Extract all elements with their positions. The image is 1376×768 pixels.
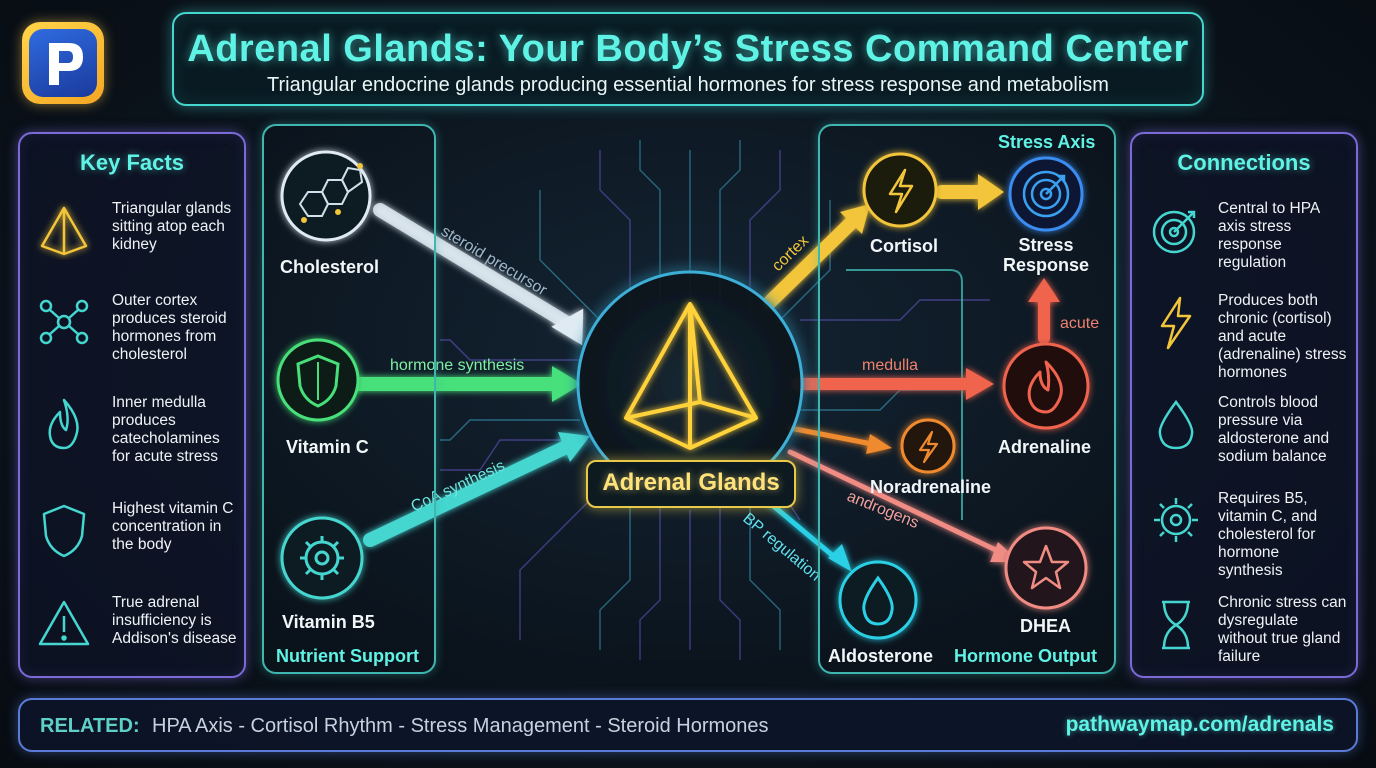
key-fact-text: True adrenal insufficiency is Addison's … — [112, 594, 237, 647]
key-facts-heading: Key Facts — [80, 150, 184, 175]
connections-heading: Connections — [1177, 150, 1311, 175]
noradrenaline-node — [900, 418, 956, 474]
flame-icon — [48, 398, 79, 450]
page-title: Adrenal Glands: Your Body’s Stress Comma… — [187, 28, 1189, 70]
connection-text: Produces both chronic (cortisol) and acu… — [1218, 292, 1347, 381]
related-label: RELATED: — [40, 715, 140, 737]
stress-axis-title: Stress Axis — [998, 132, 1096, 152]
stress-response-node — [1008, 156, 1084, 232]
gear-icon — [1154, 498, 1198, 542]
header-banner: Adrenal Glands: Your Body’s Stress Comma… — [172, 12, 1204, 106]
connection-item: Produces both chronic (cortisol) and acu… — [1146, 292, 1352, 384]
connection-item: Controls blood pressure via aldosterone … — [1146, 394, 1352, 486]
stress-response-label: Stress Response — [1002, 235, 1090, 275]
arrow-label-bp-regulation: BP regulation — [739, 510, 823, 585]
dhea-label: DHEA — [1020, 616, 1072, 636]
vitamin-b5-node — [280, 516, 364, 600]
key-fact-text: Highest vitamin C concentration in the b… — [112, 500, 234, 553]
gear-icon — [300, 536, 344, 580]
connection-text: Chronic stress can dysregulate without t… — [1218, 594, 1347, 665]
molecule-icon — [39, 299, 89, 345]
cholesterol-node — [280, 150, 372, 242]
lightning-icon — [918, 430, 939, 464]
connection-text: Requires B5, vitamin C, and cholesterol … — [1218, 490, 1318, 579]
arrow-label-medulla: medulla — [862, 357, 918, 374]
adrenal-glands-label: Adrenal Glands — [586, 460, 796, 508]
vitamin-c-node — [276, 338, 360, 422]
key-fact-item: Outer cortex produces steroid hormones f… — [34, 292, 240, 384]
pyramid-icon — [624, 302, 758, 450]
key-fact-item: True adrenal insufficiency is Addison's … — [34, 594, 240, 686]
key-fact-text: Outer cortex produces steroid hormones f… — [112, 292, 227, 363]
page-subtitle: Triangular endocrine glands producing es… — [267, 74, 1109, 96]
lightning-icon — [888, 168, 914, 214]
brand-logo — [22, 22, 104, 104]
key-fact-item: Highest vitamin C concentration in the b… — [34, 500, 240, 592]
adrenaline-node — [1002, 342, 1090, 430]
key-fact-item: Inner medulla produces catecholamines fo… — [34, 394, 240, 486]
cortisol-label: Cortisol — [870, 236, 939, 256]
shield-icon — [42, 504, 86, 558]
hourglass-icon — [1162, 600, 1190, 650]
key-fact-text: Inner medulla produces catecholamines fo… — [112, 394, 220, 465]
target-icon — [1152, 210, 1196, 254]
noradrenaline-label: Noradrenaline — [870, 477, 992, 497]
connection-item: Requires B5, vitamin C, and cholesterol … — [1146, 490, 1352, 582]
source-url-link[interactable]: pathwaymap.com/adrenals — [1065, 713, 1334, 736]
footer-bar: RELATED: HPA Axis - Cortisol Rhythm - St… — [18, 698, 1358, 752]
output-divider — [846, 269, 963, 520]
vitamin-b5-label: Vitamin B5 — [282, 612, 375, 632]
nutrient-support-section — [262, 124, 436, 674]
adrenaline-label: Adrenaline — [998, 437, 1092, 457]
flame-icon — [1027, 360, 1063, 414]
dhea-node — [1004, 526, 1088, 610]
target-icon — [1022, 170, 1070, 218]
cortisol-node — [862, 152, 938, 228]
key-facts-panel: Key Facts Triangular glands sitting atop… — [18, 132, 246, 678]
hormone-output-section — [818, 124, 1116, 674]
warning-icon — [38, 600, 90, 646]
connection-text: Controls blood pressure via aldosterone … — [1218, 394, 1330, 465]
star-icon — [1022, 544, 1070, 590]
connections-panel: Connections Central to HPA axis stress r… — [1130, 132, 1358, 678]
key-fact-text: Triangular glands sitting atop each kidn… — [112, 200, 232, 253]
pyramid-icon — [40, 206, 88, 256]
cholesterol-label: Cholesterol — [280, 257, 380, 277]
related-topics[interactable]: HPA Axis - Cortisol Rhythm - Stress Mana… — [152, 715, 769, 737]
nutrient-support-title: Nutrient Support — [276, 646, 419, 666]
connection-item: Central to HPA axis stress response regu… — [1146, 200, 1352, 292]
shield-icon — [296, 354, 340, 408]
arrow-label-hormone-synthesis: hormone synthesis — [390, 357, 524, 374]
key-fact-item: Triangular glands sitting atop each kidn… — [34, 200, 240, 292]
arrow-label-acute: acute — [1060, 315, 1099, 332]
steroid-molecule-icon — [298, 163, 364, 223]
lightning-icon — [1160, 296, 1192, 350]
connection-item: Chronic stress can dysregulate without t… — [1146, 594, 1352, 686]
vitamin-c-label: Vitamin C — [286, 437, 369, 457]
droplet-icon — [862, 575, 894, 626]
aldosterone-label: Aldosterone — [828, 646, 934, 666]
aldosterone-node — [838, 560, 918, 640]
hormone-output-title: Hormone Output — [954, 646, 1097, 666]
connection-text: Central to HPA axis stress response regu… — [1218, 200, 1320, 271]
adrenal-hub — [576, 270, 804, 498]
droplet-icon — [1158, 399, 1194, 450]
pathway-arrows — [345, 174, 1060, 572]
p-logo-icon — [49, 43, 83, 85]
circuit-traces — [440, 140, 990, 660]
